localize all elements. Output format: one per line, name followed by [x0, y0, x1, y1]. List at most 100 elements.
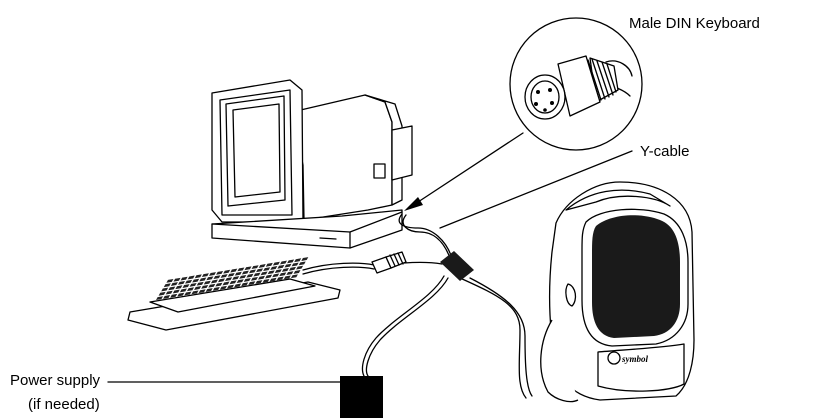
y-cable — [302, 213, 533, 399]
male-din-keyboard-label: Male DIN Keyboard — [629, 15, 760, 32]
keyboard-key — [241, 270, 249, 275]
keyboard-key — [258, 264, 266, 268]
keyboard-key — [272, 273, 280, 278]
keyboard-key — [201, 273, 209, 278]
keyboard-key — [209, 272, 216, 276]
y-cable-leader-line — [439, 150, 633, 229]
keyboard-key — [279, 272, 287, 277]
keyboard-key — [206, 276, 214, 281]
keyboard-key — [203, 280, 211, 285]
keyboard-key — [230, 268, 238, 273]
keyboard-key — [177, 292, 185, 297]
keyboard-key — [212, 287, 220, 291]
keyboard-key — [170, 293, 178, 298]
keyboard-key — [265, 274, 273, 279]
power-supply-block — [340, 376, 383, 418]
power-supply-label: Power supply — [10, 372, 101, 389]
keyboard-key — [256, 268, 264, 273]
keyboard-key — [201, 285, 209, 289]
keyboard-key — [168, 286, 176, 291]
keyboard-key — [185, 279, 193, 284]
keyboard-key — [248, 281, 256, 286]
keyboard-key — [244, 266, 252, 271]
keyboard-key — [170, 282, 178, 286]
keyboard-key — [213, 275, 221, 280]
keyboard-key — [270, 266, 278, 270]
scanner-logo-text: symbol — [621, 354, 648, 364]
keyboard-key — [281, 268, 289, 272]
keyboard-key — [175, 285, 183, 290]
keyboard-key — [286, 271, 294, 275]
keyboard-key — [187, 275, 195, 280]
keyboard-key — [249, 269, 256, 274]
power-supply-note: (if needed) — [28, 396, 100, 413]
keyboard-key — [219, 285, 227, 290]
keyboard-key — [180, 276, 188, 281]
keyboard-key — [234, 283, 242, 288]
keyboard-key — [237, 267, 245, 272]
keyboard-key — [262, 278, 270, 283]
keyboard-key — [194, 286, 202, 290]
keyboard-key — [179, 288, 187, 293]
keyboard-key — [290, 274, 298, 279]
keyboard-key — [284, 263, 292, 268]
keyboard-key — [184, 291, 192, 296]
keyboard-key — [234, 271, 242, 276]
keyboard-key — [156, 296, 163, 300]
keyboard-key — [243, 278, 251, 282]
keyboard-key — [232, 276, 240, 280]
keyboard-key — [210, 279, 218, 284]
keyboard-key — [301, 257, 309, 261]
keyboard-key — [173, 277, 181, 282]
keyboard-key — [280, 260, 287, 265]
keyboard-key — [289, 266, 296, 271]
keyboard-key — [239, 274, 247, 279]
keyboard-key — [263, 267, 271, 271]
keyboard-key — [258, 275, 265, 280]
keyboard-key — [246, 273, 254, 278]
keyboard-key — [222, 281, 230, 286]
keyboard-key — [215, 282, 223, 287]
keyboard-key — [274, 269, 282, 273]
keyboard-key — [199, 277, 207, 282]
keyboard-key — [172, 289, 180, 294]
computer-monitor — [211, 79, 413, 223]
inline-din-plug — [371, 251, 407, 274]
keyboard-key — [227, 284, 234, 289]
keyboard-key — [166, 279, 174, 283]
keyboard-key — [283, 275, 291, 280]
keyboard-key — [298, 261, 306, 266]
keyboard-key — [158, 291, 166, 296]
keyboard-key — [250, 276, 258, 281]
keyboard-key — [165, 290, 173, 295]
keyboard-key — [276, 276, 284, 281]
keyboard-key — [251, 265, 259, 269]
keyboard — [127, 257, 341, 331]
din-connector-ribs — [587, 58, 617, 101]
keyboard-key — [192, 278, 200, 283]
keyboard-key — [229, 280, 237, 285]
keyboard-key — [178, 281, 185, 285]
barcode-scanner: symbol — [540, 181, 695, 403]
keyboard-key — [189, 283, 197, 287]
keyboard-key — [196, 281, 204, 286]
keyboard-key — [216, 270, 224, 275]
keyboard-key — [269, 277, 277, 282]
keyboard-key — [163, 283, 171, 288]
keyboard-key — [205, 288, 213, 292]
keyboard-key — [208, 283, 216, 288]
keyboard-key — [291, 262, 299, 267]
keyboard-key — [198, 289, 206, 294]
keyboard-key — [294, 258, 302, 263]
keyboard-key — [272, 261, 280, 266]
keyboard-key — [191, 290, 199, 295]
keyboard-key — [241, 282, 249, 287]
keyboard-key — [227, 272, 235, 277]
keyboard-key — [194, 274, 202, 279]
keyboard-key — [161, 287, 169, 292]
keyboard-key — [267, 270, 275, 275]
keyboard-key — [277, 264, 285, 269]
keyboard-key — [223, 269, 231, 274]
keyboard-key — [293, 270, 301, 274]
